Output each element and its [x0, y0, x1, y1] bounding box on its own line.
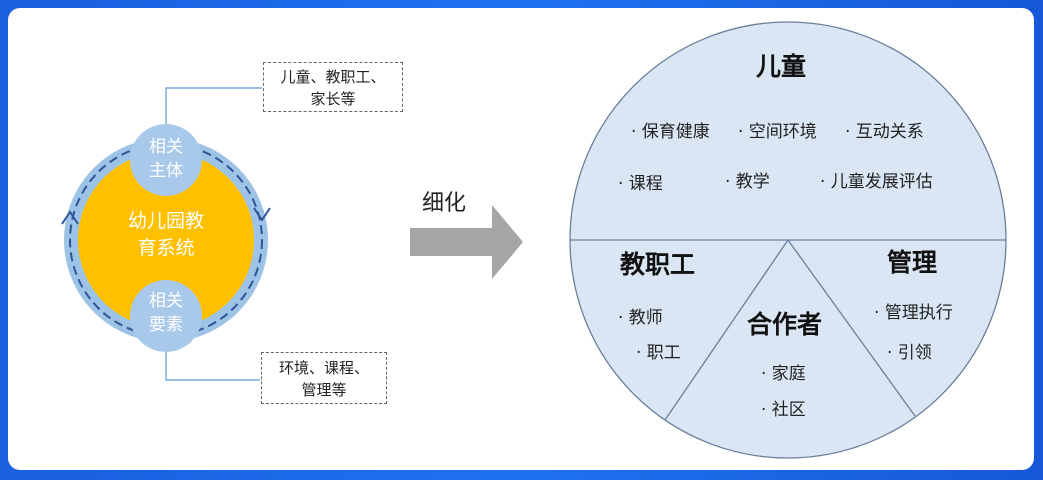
subject-examples-line1: 儿童、教职工、	[280, 68, 386, 86]
partner-item-1: · 家庭	[761, 364, 806, 384]
children-item-1: · 保育健康	[631, 122, 710, 142]
subject-examples-box: 儿童、教职工、 家长等	[263, 62, 403, 112]
connector-bottom	[165, 342, 260, 381]
pie-divider-left	[664, 239, 789, 421]
element-examples-line2: 管理等	[301, 381, 347, 399]
children-title: 儿童	[756, 52, 807, 81]
node-top	[130, 124, 202, 196]
core-label: 幼儿园教 育系统	[127, 210, 204, 259]
node-bottom	[130, 280, 202, 352]
subject-examples-line2: 家长等	[310, 90, 356, 108]
pie-divider-right	[787, 239, 916, 417]
management-item-1: · 管理执行	[874, 303, 953, 323]
children-item-2: · 空间环境	[738, 122, 817, 142]
refine-label: 细化	[422, 191, 467, 216]
staff-title: 教职工	[620, 250, 696, 279]
management-title: 管理	[887, 248, 938, 277]
node-bottom-label: 相关 要素	[149, 291, 183, 335]
partner-item-2: · 社区	[761, 400, 806, 420]
children-item-6: · 儿童发展评估	[820, 172, 933, 192]
ring-arrow-left-icon	[61, 210, 79, 225]
core-circle	[78, 152, 254, 328]
element-examples-box: 环境、课程、 管理等	[261, 352, 387, 404]
staff-item-1: · 教师	[618, 308, 663, 328]
children-item-5: · 教学	[725, 172, 770, 192]
children-item-3: · 互动关系	[845, 122, 924, 142]
partner-title: 合作者	[747, 310, 823, 339]
ring-arrow-right-icon	[253, 207, 271, 222]
children-item-4: · 课程	[618, 174, 663, 194]
node-top-label: 相关 主体	[149, 137, 183, 181]
management-item-2: · 引领	[887, 343, 932, 363]
refine-arrow-icon	[410, 205, 523, 279]
connector-top	[165, 87, 262, 138]
staff-item-2: · 职工	[636, 343, 681, 363]
element-examples-line1: 环境、课程、	[278, 359, 369, 377]
